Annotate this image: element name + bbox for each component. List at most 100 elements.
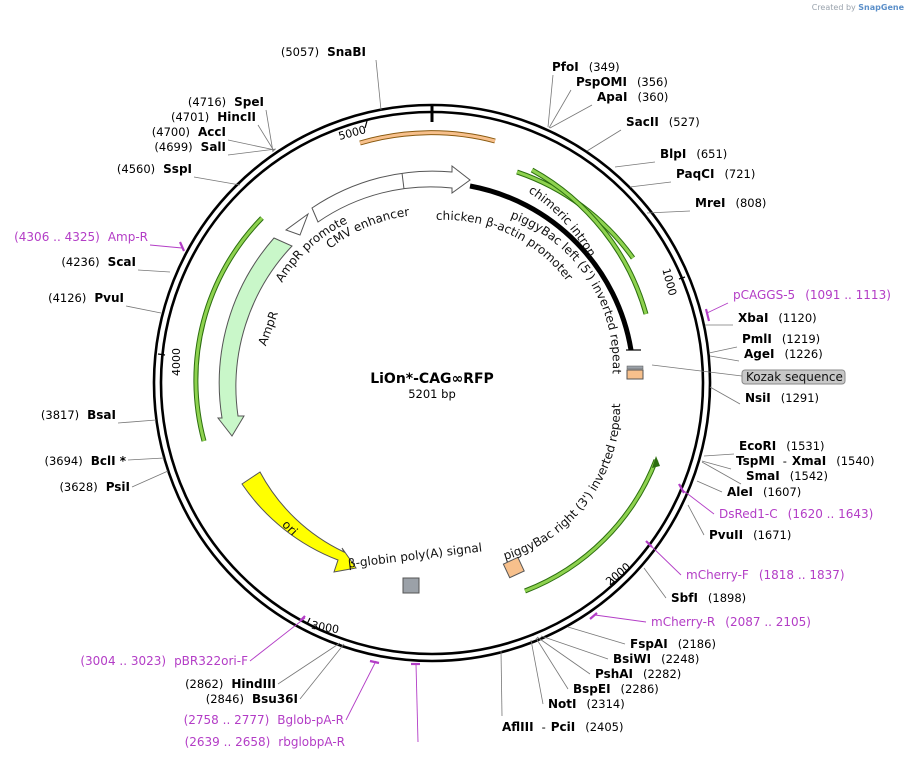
site-mrei-pos: (808) (735, 196, 766, 210)
connector-afliii (500, 650, 503, 717)
primer-mcherryr-range: (2087 .. 2105) (725, 615, 811, 629)
primer-connector-mcherryr (594, 614, 647, 623)
primer-pbr322ori-name: pBR322ori-F (174, 654, 248, 668)
feature-cmv-enhancer-arrow (311, 164, 471, 223)
site-bsiwi: BsiWI(2248) (613, 652, 699, 666)
site-afliii-name: AflIII (502, 720, 534, 734)
svg-text:AflIII-PciI(2405): AflIII-PciI(2405) (502, 720, 623, 734)
plasmid-length: 5201 bp (408, 387, 456, 401)
site-hincii-name: HincII (217, 110, 256, 124)
svg-text:ApaI(360): ApaI(360) (597, 90, 668, 104)
connector-alei (696, 480, 723, 493)
site-bsai: (3817)BsaI (41, 408, 116, 422)
feature-betaglobin-box (402, 577, 420, 594)
primer-ampr: (4306 .. 4325) Amp-R (14, 230, 148, 244)
svg-text:MreI(808): MreI (808) (695, 196, 766, 210)
connector-pvuii (687, 504, 705, 536)
site-apai: ApaI(360) (597, 90, 668, 104)
site-pvui: (4126)PvuI (48, 291, 124, 305)
connector-pshai (536, 636, 591, 675)
site-blpi: BlpI(651) (660, 147, 727, 161)
connector-bspei (535, 637, 569, 690)
site-pvui-pos: (4126) (48, 291, 86, 305)
svg-text:(4126)PvuI: (4126)PvuI (48, 291, 124, 305)
svg-text:mCherry-F(1818 .. 1837): mCherry-F(1818 .. 1837) (686, 568, 845, 582)
site-pshai-pos: (2282) (643, 667, 681, 681)
svg-text:SacII(527): SacII(527) (626, 115, 700, 129)
connector-mrei (646, 210, 691, 214)
site-xbai: XbaI(1120) (738, 311, 817, 325)
primer-ampr-range: (4306 .. 4325) (14, 230, 100, 244)
feature-chicken-actin-bar (469, 183, 634, 351)
site-snabi-name: SnaBI (327, 45, 366, 59)
primer-mark-bglobpar (369, 659, 380, 665)
site-noti-name: NotI (548, 697, 577, 711)
site-mrei-name: MreI (695, 196, 725, 210)
site-scai: (4236)ScaI (61, 255, 136, 269)
connector-apai (549, 104, 593, 129)
svg-text:(4700)AccI: (4700) AccI (152, 125, 226, 139)
svg-text:(2862)HindIII: (2862)HindIII (185, 677, 276, 691)
svg-text:(3694)BclI *: (3694)BclI * (44, 454, 126, 468)
site-afliii-sep: - (542, 720, 546, 734)
site-nsii-pos: (1291) (781, 391, 819, 405)
site-noti: NotI(2314) (548, 697, 625, 711)
site-apai-pos: (360) (637, 90, 668, 104)
primer-mcherryf: mCherry-F(1818 .. 1837) (686, 568, 845, 582)
kozak-label-box (741, 369, 846, 385)
site-xbai-pos: (1120) (778, 311, 816, 325)
tick-label-2000: 2000 (603, 560, 633, 588)
site-hincii: (4701)HincII (171, 110, 256, 124)
connector-smai (701, 461, 742, 485)
site-bsu36i-pos: (2846) (206, 692, 244, 706)
site-psii-name: PsiI (106, 480, 130, 494)
connector-spei (265, 109, 274, 153)
primer-mcherryf-name: mCherry-F (686, 568, 749, 582)
primer-bglobpar-range: (2758 .. 2777) (184, 713, 270, 727)
site-sspi-pos: (4560) (117, 162, 155, 176)
primer-mark-mcherryf (645, 540, 653, 548)
credit-prefix: Created by (811, 3, 856, 12)
connector-pspomi (548, 89, 572, 129)
site-bsu36i-name: Bsu36I (252, 692, 298, 706)
primer-dsred1c: DsRed1-C(1620 .. 1643) (719, 507, 873, 521)
tick-marks (157, 120, 686, 625)
site-afliii-name2: PciI (551, 720, 576, 734)
svg-text:NsiI(1291): NsiI(1291) (745, 391, 819, 405)
label-ampr: AmpR (255, 309, 280, 347)
svg-text:DsRed1-C(1620 .. 1643): DsRed1-C(1620 .. 1643) (719, 507, 873, 521)
site-acci-name: AccI (198, 125, 226, 139)
connector-pfoi (547, 74, 554, 128)
svg-text:(2846)Bsu36I: (2846) Bsu36I (206, 692, 298, 706)
connector-ecori (703, 453, 735, 457)
svg-text:PfoI(349): PfoI(349) (552, 60, 620, 74)
primer-connector-mcherryf (647, 542, 682, 576)
site-fspai-name: FspAI (630, 637, 668, 651)
primer-ampr-name: Amp-R (108, 230, 148, 244)
primer-mcherryr-name: mCherry-R (651, 615, 715, 629)
site-afliii: AflIII-PciI(2405) (502, 720, 623, 734)
primer-pcaggs5-name: pCAGGS-5 (733, 288, 795, 302)
site-alei-pos: (1607) (763, 485, 801, 499)
site-tspmi: TspMI-XmaI(1540) (736, 454, 874, 468)
primer-connector-pbr322ori (249, 617, 306, 662)
site-hindiii-name: HindIII (231, 677, 276, 691)
site-sali-pos: (4699) (154, 140, 192, 154)
primer-dsred1c-name: DsRed1-C (719, 507, 778, 521)
primer-mark-dsred1c (678, 483, 685, 494)
site-pshai-name: PshAI (595, 667, 633, 681)
site-pspomi-pos: (356) (637, 75, 668, 89)
primer-connector-ampr (149, 244, 183, 249)
site-bcli-pos: (3694) (44, 454, 82, 468)
site-pvuii-pos: (1671) (753, 528, 791, 542)
primer-pbr322ori: (3004 .. 3023)pBR322ori-F (80, 654, 248, 668)
primer-rbglobpar: (2639 .. 2658)rbglobpA-R (185, 735, 345, 749)
site-acci-pos: (4700) (152, 125, 190, 139)
feature-kozak-gray (626, 365, 644, 370)
site-ecori-pos: (1531) (786, 439, 824, 453)
site-alei-name: AleI (727, 485, 753, 499)
site-ecori-name: EcoRI (739, 439, 776, 453)
kozak-connector (651, 364, 743, 377)
connector-scai (137, 269, 171, 273)
site-smai-name: SmaI (746, 469, 780, 483)
